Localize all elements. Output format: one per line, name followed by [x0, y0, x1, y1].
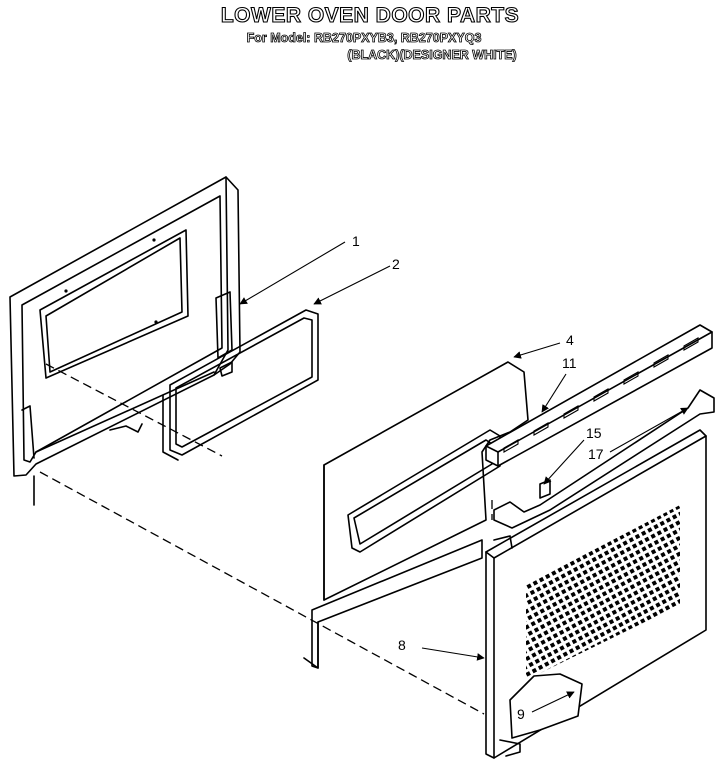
callout-17: 17 [588, 446, 604, 462]
callout-4: 4 [566, 332, 574, 348]
callout-labels: 1 2 4 11 15 17 8 9 [352, 233, 604, 722]
color-options: (BLACK)(DESIGNER WHITE) [347, 48, 517, 63]
inner-door-liner [9, 176, 241, 506]
model-numbers: For Model: RB270PXYB3, RB270PXYQ3 [246, 31, 482, 46]
callout-leaders [239, 241, 689, 713]
window-gasket [162, 309, 319, 461]
callout-1: 1 [352, 233, 360, 249]
callout-11: 11 [562, 355, 577, 371]
callout-2: 2 [392, 256, 400, 272]
assembly-lines [39, 363, 493, 715]
callout-15: 15 [586, 425, 602, 441]
outer-door-panel [485, 429, 707, 759]
callout-9: 9 [517, 706, 525, 722]
door-panel [303, 361, 529, 669]
page-title: LOWER OVEN DOOR PARTS [220, 3, 520, 27]
callout-8: 8 [398, 637, 406, 653]
vent-channel [485, 324, 713, 467]
